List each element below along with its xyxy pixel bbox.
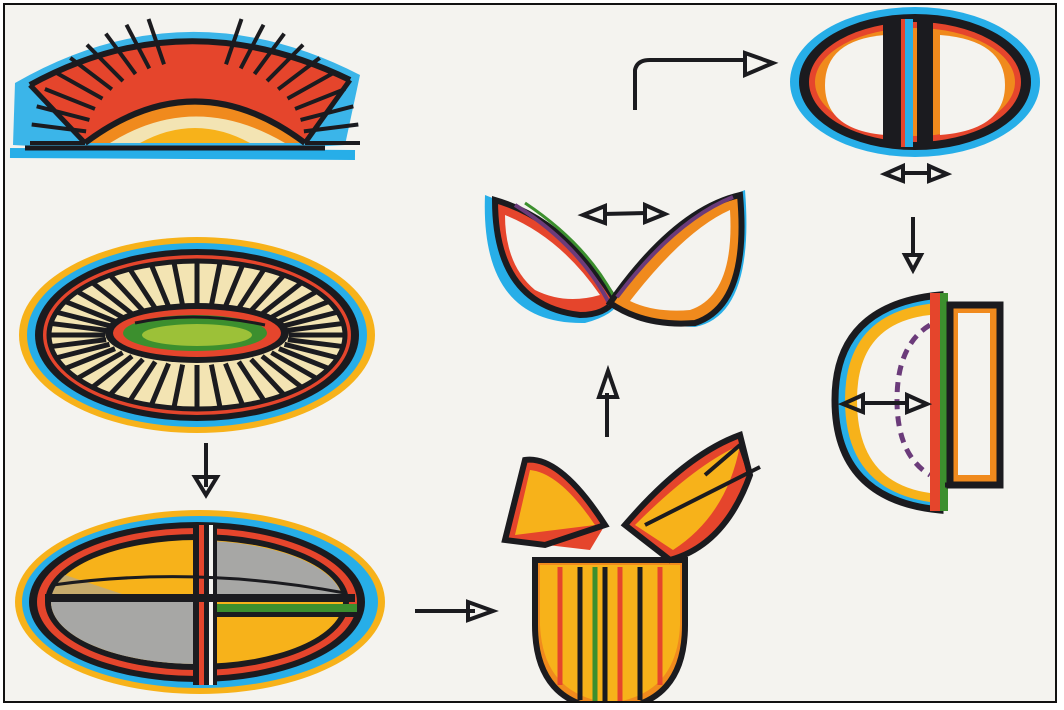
stadium-top-view — [19, 237, 375, 433]
roof-halves-closed — [790, 7, 1040, 157]
roof-half-sliding — [835, 293, 1000, 511]
page-frame — [3, 3, 1057, 703]
stadium-quartered-roof — [15, 510, 385, 694]
sketch-canvas — [5, 5, 1057, 703]
